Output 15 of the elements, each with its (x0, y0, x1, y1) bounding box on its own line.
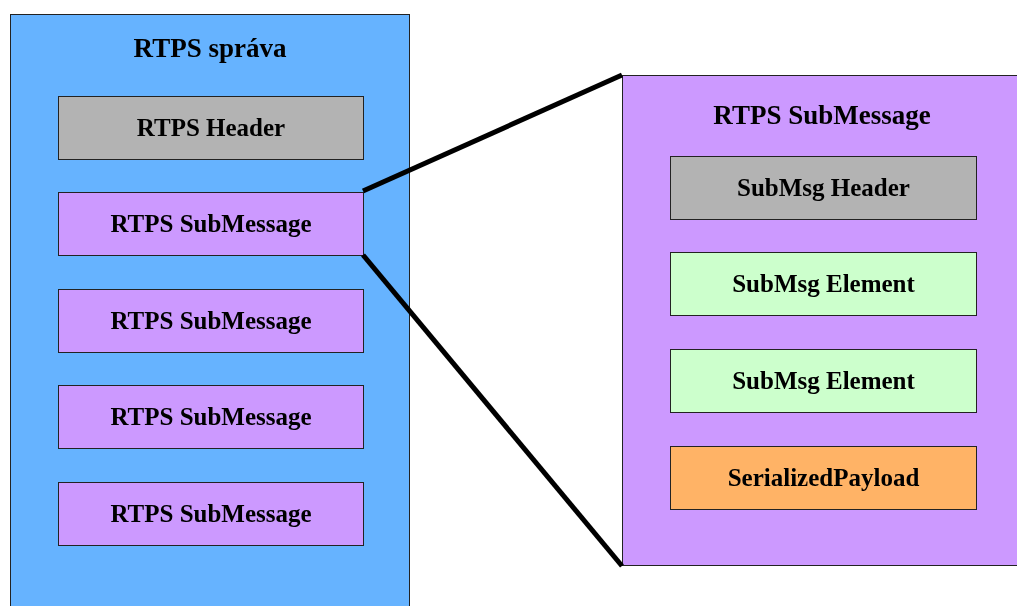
header-block: RTPS Header (58, 96, 364, 160)
element-block: SubMsg Element (670, 349, 977, 413)
panel-title: RTPS správa (133, 33, 287, 64)
submessage-block: RTPS SubMessage (58, 192, 364, 256)
header-block: SubMsg Header (670, 156, 977, 220)
zoom-line (362, 72, 623, 194)
submessage-block: RTPS SubMessage (58, 289, 364, 353)
element-block: SubMsg Element (670, 252, 977, 316)
panel-title: RTPS SubMessage (713, 100, 931, 131)
submessage-panel (622, 75, 1017, 566)
zoom-line (361, 253, 624, 568)
submessage-block: RTPS SubMessage (58, 385, 364, 449)
message-panel (10, 14, 410, 606)
payload-block: SerializedPayload (670, 446, 977, 510)
submessage-block: RTPS SubMessage (58, 482, 364, 546)
